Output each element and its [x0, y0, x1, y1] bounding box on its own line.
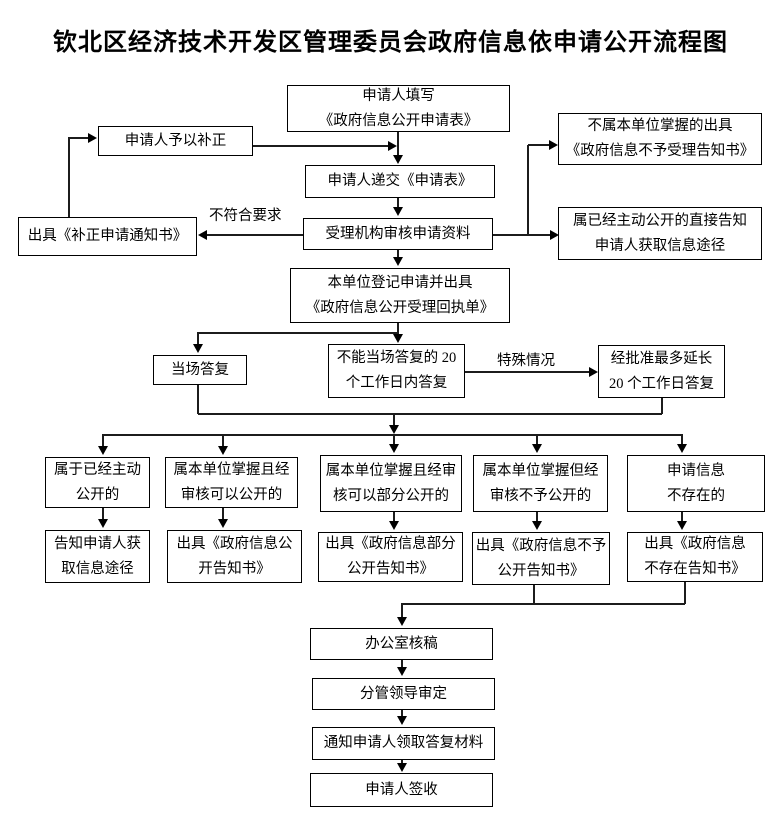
arrow-down-icon	[389, 444, 399, 453]
arrow-down-icon	[218, 446, 228, 455]
connector-line	[397, 198, 399, 208]
connector-line	[401, 603, 403, 618]
arrow-down-icon	[389, 521, 399, 530]
flow-node-cond-already-public: 属于已经主动 公开的	[45, 457, 150, 508]
arrow-down-icon	[397, 763, 407, 772]
arrow-down-icon	[677, 444, 687, 453]
connector-line	[533, 585, 535, 604]
arrow-down-icon	[532, 444, 542, 453]
flow-node-office-check: 办公室核稿	[310, 628, 493, 660]
flow-node-onspot-reply: 当场答复	[153, 355, 247, 385]
connector-line	[401, 660, 403, 668]
connector-line	[681, 512, 683, 522]
connector-line	[397, 323, 399, 333]
connector-line	[102, 508, 104, 520]
flow-node-not-held: 不属本单位掌握的出具 《政府信息不予受理告知书》	[558, 113, 762, 165]
connector-line	[401, 710, 403, 717]
connector-line	[536, 512, 538, 522]
page-title: 钦北区经济技术开发区管理委员会政府信息依申请公开流程图	[53, 30, 728, 56]
flow-node-cond-can-disclose: 属本单位掌握且经 审核可以公开的	[165, 457, 298, 508]
arrow-left-icon	[198, 230, 207, 240]
flow-node-review: 受理机构审核申请资料	[303, 218, 493, 250]
flow-node-sign-receipt: 申请人签收	[310, 773, 493, 807]
connector-line	[68, 137, 70, 217]
connector-line	[222, 508, 224, 520]
arrow-right-icon	[589, 367, 598, 377]
connector-line	[393, 434, 395, 445]
flow-node-extend-20-days: 经批准最多延长 20 个工作日答复	[598, 345, 725, 398]
connector-line	[465, 371, 589, 373]
connector-line	[536, 434, 538, 445]
flow-node-submit-form: 申请人递交《申请表》	[305, 165, 495, 198]
connector-line	[102, 434, 104, 447]
arrow-right-icon	[388, 141, 397, 151]
arrow-down-icon	[393, 257, 403, 266]
arrow-down-icon	[397, 667, 407, 676]
arrow-right-icon	[88, 133, 97, 143]
connector-line	[402, 603, 685, 605]
arrow-down-icon	[393, 334, 403, 343]
connector-line	[681, 434, 683, 445]
arrow-down-icon	[677, 521, 687, 530]
flow-node-cond-not-exist: 申请信息 不存在的	[627, 455, 765, 512]
arrow-down-icon	[98, 446, 108, 455]
arrow-down-icon	[532, 521, 542, 530]
connector-line	[69, 137, 89, 139]
connector-line	[253, 145, 390, 147]
flow-node-cond-partial-disclose: 属本单位掌握且经审 核可以部分公开的	[320, 455, 462, 512]
connector-line	[393, 512, 395, 522]
connector-line	[207, 234, 303, 236]
flow-node-register: 本单位登记申请并出具 《政府信息公开受理回执单》	[290, 268, 510, 323]
arrow-down-icon	[393, 207, 403, 216]
arrow-down-icon	[397, 617, 407, 626]
flow-node-out-disclose-notice: 出具《政府信息公 开告知书》	[167, 530, 302, 583]
arrow-down-icon	[193, 344, 203, 353]
flow-node-out-partial-notice: 出具《政府信息部分 公开告知书》	[318, 532, 463, 582]
edge-label-not-meet-requirement: 不符合要求	[209, 208, 282, 224]
connector-line	[397, 332, 399, 335]
connector-line	[528, 144, 549, 146]
arrow-right-icon	[549, 140, 558, 150]
arrow-down-icon	[389, 425, 399, 434]
connector-line	[493, 234, 550, 236]
arrow-down-icon	[218, 519, 228, 528]
arrow-down-icon	[397, 716, 407, 725]
connector-line	[397, 132, 399, 156]
flow-node-correct-notice: 出具《补正申请通知书》	[18, 217, 197, 256]
flow-node-notify-pickup: 通知申请人领取答复材料	[312, 727, 495, 760]
flow-node-out-refuse-notice: 出具《政府信息不予 公开告知书》	[472, 532, 610, 585]
flow-node-correct: 申请人予以补正	[98, 126, 253, 156]
flow-node-out-notexist-notice: 出具《政府信息 不存在告知书》	[627, 532, 763, 582]
connector-line	[197, 332, 199, 345]
connector-line	[198, 413, 662, 415]
connector-line	[401, 760, 403, 764]
connector-line	[397, 250, 399, 258]
arrow-right-icon	[550, 230, 559, 240]
connector-line	[197, 385, 199, 414]
connector-line	[198, 332, 398, 334]
arrow-down-icon	[98, 519, 108, 528]
connector-line	[393, 413, 395, 427]
flow-node-out-inform-channel: 告知申请人获 取信息途径	[45, 530, 150, 583]
connector-line	[222, 434, 224, 447]
flow-node-fill-form: 申请人填写 《政府信息公开申请表》	[287, 85, 510, 132]
connector-line	[527, 145, 529, 235]
connector-line	[684, 582, 686, 604]
edge-label-special-case: 特殊情况	[497, 353, 555, 369]
arrow-down-icon	[393, 155, 403, 164]
flow-node-within-20-days: 不能当场答复的 20 个工作日内答复	[328, 344, 465, 398]
connector-line	[661, 398, 663, 414]
flow-node-leader-approve: 分管领导审定	[312, 678, 495, 710]
flow-node-cond-no-disclose: 属本单位掌握但经 审核不予公开的	[473, 455, 608, 512]
flow-node-already-public: 属已经主动公开的直接告知 申请人获取信息途径	[558, 207, 762, 260]
